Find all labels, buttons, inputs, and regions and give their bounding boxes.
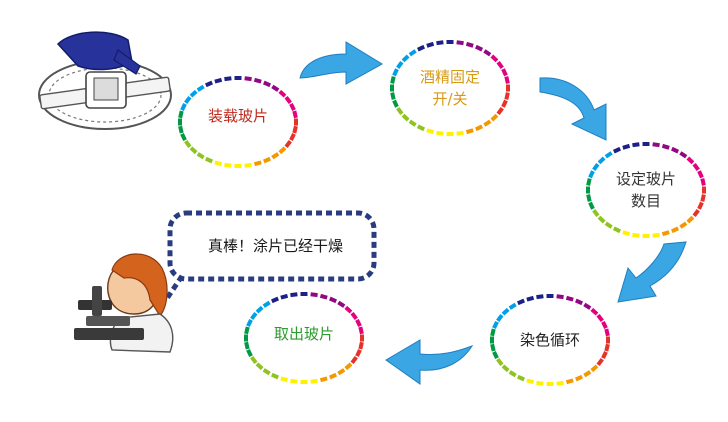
step-ring-set (586, 142, 706, 238)
scientist-illustration (74, 253, 174, 353)
step-ring-stain (490, 294, 610, 386)
slide-loader-illustration (38, 31, 172, 130)
arrow-fix-to-set (539, 77, 607, 141)
step-label-load: 装载玻片 (207, 107, 269, 125)
step-rings (178, 40, 706, 386)
step-ring-remove (244, 292, 364, 384)
arrow-load-to-fix (299, 41, 383, 85)
arrow-set-to-stain (617, 241, 687, 303)
step-ring-load (178, 76, 298, 168)
arrow-stain-to-remove (385, 339, 474, 385)
step-label-stain: 染色循环 (519, 331, 581, 349)
speech-bubble-tail (163, 274, 185, 302)
step-label-fix: 酒精固定 开/关 (419, 68, 481, 108)
step-ring-fix (390, 40, 510, 136)
speech-bubble-text: 真棒！涂片已经干燥 (208, 237, 344, 255)
flow-arrows (299, 41, 687, 385)
step-label-set: 设定玻片 数目 (615, 170, 677, 210)
speech-bubble-outline (167, 210, 377, 282)
step-label-remove: 取出玻片 (273, 325, 335, 343)
